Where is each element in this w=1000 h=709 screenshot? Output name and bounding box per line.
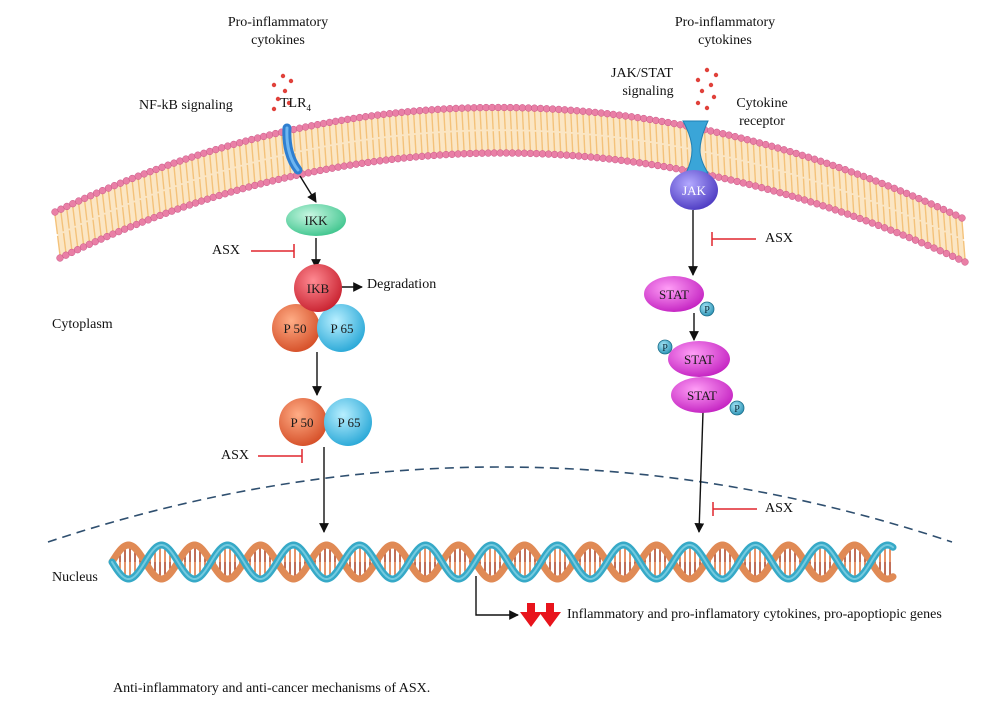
nfkb-signaling-label: NF-kB signaling bbox=[139, 98, 233, 113]
p50-p65-dimer: P 50 P 65 bbox=[279, 398, 372, 446]
jak-molecule: JAK bbox=[670, 170, 718, 210]
cytokine-dot bbox=[704, 105, 710, 111]
phosphate-1 bbox=[699, 301, 715, 317]
nuclear-envelope bbox=[47, 466, 953, 543]
cytokine-dot bbox=[695, 77, 701, 83]
phos-label-3: P bbox=[734, 404, 740, 415]
cytokine-dot bbox=[286, 100, 292, 106]
asx-label-jak: ASX bbox=[765, 231, 794, 246]
cytokine-dot bbox=[695, 100, 701, 106]
cytokine-dot bbox=[271, 106, 277, 112]
phosphate-2 bbox=[657, 339, 673, 355]
cytokines-right-line2: cytokines bbox=[698, 33, 752, 48]
jakstat-label-line1: JAK/STAT bbox=[611, 66, 673, 81]
asx-label-ikk: ASX bbox=[212, 243, 241, 258]
phos-label-1: P bbox=[704, 305, 710, 316]
cytokine-dot bbox=[699, 88, 705, 94]
asx-inhibitors bbox=[251, 232, 757, 516]
ikb-subunit bbox=[294, 264, 342, 312]
ikb-label: IKB bbox=[307, 281, 330, 296]
down-arrow-2 bbox=[539, 603, 561, 627]
cytokine-dots-left bbox=[271, 73, 294, 112]
jak-label: JAK bbox=[682, 183, 706, 198]
ikk-molecule: IKK bbox=[286, 204, 346, 236]
cytokine-dot bbox=[713, 72, 719, 78]
cell-membrane bbox=[51, 103, 969, 266]
p65-label-b: P 65 bbox=[338, 415, 361, 430]
cytokines-left-line1: Pro-inflammatory bbox=[227, 15, 329, 30]
cytokine-receptor bbox=[682, 120, 709, 174]
cytokine-dot bbox=[288, 78, 294, 84]
cytokine-receptor-label-line2: receptor bbox=[739, 114, 785, 129]
tlr4-label: TLR4 bbox=[280, 95, 311, 117]
p65-subunit bbox=[317, 304, 365, 352]
cytokine-dot bbox=[271, 82, 277, 88]
p50-subunit bbox=[272, 304, 320, 352]
stat-label-1: STAT bbox=[659, 287, 689, 302]
tlr-label-subscript: 4 bbox=[306, 102, 311, 113]
jakstat-arrows bbox=[475, 210, 705, 620]
stat-label-3: STAT bbox=[687, 388, 717, 403]
stat-phosphorylated: STAT P bbox=[644, 276, 715, 317]
cytokine-dot bbox=[711, 94, 717, 100]
stat-label-2: STAT bbox=[684, 352, 714, 367]
dna-helix bbox=[108, 541, 897, 583]
stat-dimer: STAT STAT P P bbox=[657, 339, 745, 416]
cytokines-right-line1: Pro-inflammatory bbox=[674, 15, 776, 30]
p50-label-b: P 50 bbox=[291, 415, 314, 430]
degradation-label: Degradation bbox=[367, 277, 437, 292]
cytokine-dot bbox=[280, 73, 286, 79]
tlr-label-text: TLR bbox=[280, 96, 307, 111]
down-arrow-1 bbox=[520, 603, 542, 627]
jakstat-label-line2: signaling bbox=[622, 84, 674, 99]
cytokine-dot bbox=[708, 82, 714, 88]
phos-label-2: P bbox=[662, 343, 668, 354]
ikk-label: IKK bbox=[304, 213, 328, 228]
cytokine-dots-right bbox=[695, 67, 719, 111]
arrow-dimer-to-dna-right bbox=[694, 411, 705, 533]
cytokine-receptor-label-line1: Cytokine bbox=[736, 96, 788, 111]
p65-subunit-free bbox=[324, 398, 372, 446]
phosphate-3 bbox=[729, 400, 745, 416]
tlr4-receptor bbox=[282, 123, 303, 175]
asx-label-nfkb: ASX bbox=[221, 448, 250, 463]
cytokine-dot bbox=[275, 96, 281, 102]
nfkb-arrows bbox=[299, 175, 363, 533]
p50-subunit-free bbox=[279, 398, 327, 446]
cytoplasm-label: Cytoplasm bbox=[52, 317, 113, 332]
arrow-tlr-to-ikk bbox=[299, 175, 317, 203]
figure-caption: Anti-inflammatory and anti-cancer mechan… bbox=[113, 681, 431, 696]
p50-p65-ikb-complex: IKB P 50 P 65 bbox=[272, 264, 365, 352]
asx-label-stat: ASX bbox=[765, 501, 794, 516]
outcome-label: Inflammatory and pro-inflamatory cytokin… bbox=[567, 607, 942, 622]
downregulation-arrows bbox=[520, 603, 561, 627]
cytokines-left-line2: cytokines bbox=[251, 33, 305, 48]
cytokine-dot bbox=[282, 88, 288, 94]
nucleus-label: Nucleus bbox=[52, 570, 98, 585]
p65-label-a: P 65 bbox=[331, 321, 354, 336]
arrow-dna-to-outcome bbox=[475, 576, 519, 620]
cytokine-dot bbox=[704, 67, 710, 73]
p50-label-a: P 50 bbox=[284, 321, 307, 336]
